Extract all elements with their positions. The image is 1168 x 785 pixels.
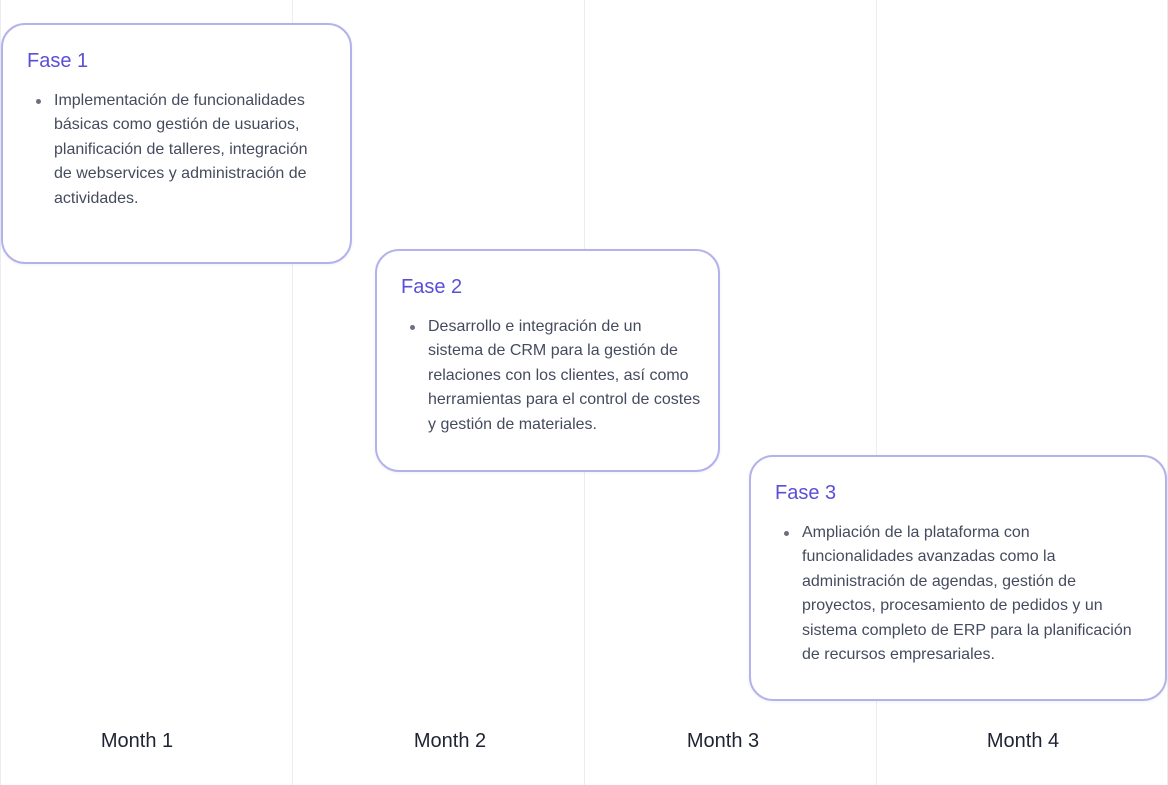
- grid-line: [0, 0, 1, 785]
- list-item: Desarrollo e integración de un sistema d…: [401, 315, 701, 437]
- phase-title: Fase 3: [775, 482, 837, 504]
- bullet-icon: [36, 99, 41, 104]
- phase-item-text: Desarrollo e integración de un sistema d…: [428, 318, 701, 433]
- phase-title: Fase 1: [27, 50, 89, 72]
- bullet-icon: [410, 325, 415, 330]
- list-item: Implementación de funcionalidades básica…: [27, 89, 322, 211]
- phase-card-1: Fase 1 Implementación de funcionalidades…: [1, 23, 352, 264]
- phase-item-text: Implementación de funcionalidades básica…: [54, 92, 308, 207]
- month-label-3: Month 3: [686, 730, 760, 752]
- bullet-icon: [784, 531, 789, 536]
- grid-line: [292, 0, 293, 785]
- phase-title: Fase 2: [401, 276, 463, 298]
- list-item: Ampliación de la plataforma con funciona…: [775, 521, 1135, 667]
- month-label-2: Month 2: [413, 730, 487, 752]
- month-label-4: Month 4: [986, 730, 1060, 752]
- grid-line: [876, 0, 877, 785]
- phase-list: Ampliación de la plataforma con funciona…: [775, 521, 1135, 667]
- phase-item-text: Ampliación de la plataforma con funciona…: [802, 524, 1132, 664]
- phase-card-2: Fase 2 Desarrollo e integración de un si…: [375, 249, 720, 472]
- phase-card-3: Fase 3 Ampliación de la plataforma con f…: [749, 455, 1167, 701]
- phase-list: Implementación de funcionalidades básica…: [27, 89, 322, 211]
- phase-list: Desarrollo e integración de un sistema d…: [401, 315, 701, 437]
- month-label-1: Month 1: [100, 730, 174, 752]
